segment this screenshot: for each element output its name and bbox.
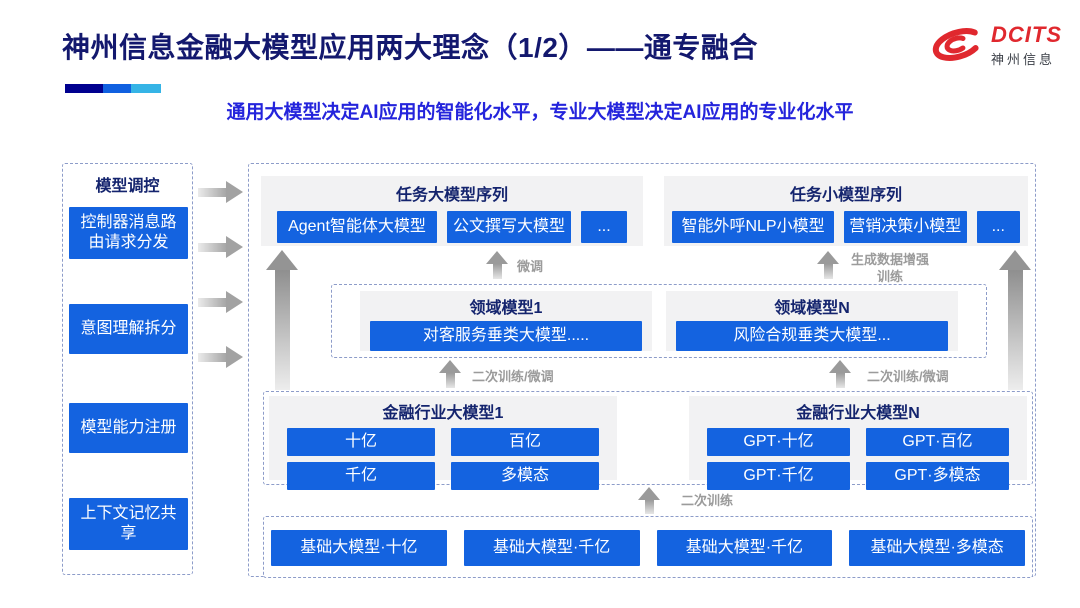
logo-brand-cn: 神州信息	[991, 52, 1056, 67]
diagram-area: 任务大模型序列 Agent智能体大模型 公文撰写大模型 ... 任务小模型序列 …	[248, 163, 1036, 578]
page-title: 神州信息金融大模型应用两大理念（1/2）——通专融合	[62, 32, 758, 63]
task-small-row: 智能外呼NLP小模型 营销决策小模型 ...	[664, 211, 1028, 243]
label-second-train: 二次训练	[681, 493, 734, 508]
up-arrow-icon	[266, 250, 298, 390]
industry-model-n-panel: 金融行业大模型N GPT·十亿 GPT·百亿 GPT·千亿 GPT·多模态	[689, 396, 1027, 490]
logo-text: DCITS 神州信息	[991, 24, 1062, 68]
node-intent-split: 意图理解拆分	[69, 304, 188, 354]
node-1b: 十亿	[287, 428, 435, 456]
industry-model-1-title: 金融行业大模型1	[382, 405, 504, 422]
node-controller-routing: 控制器消息路由请求分发	[69, 207, 188, 259]
accent-segment-cyan	[131, 84, 161, 93]
up-arrow-icon	[438, 360, 462, 388]
industry-model-box: 金融行业大模型1 十亿 百亿 千亿 多模态 金融行业大模型N GPT·十亿 GP…	[263, 391, 1033, 490]
task-small-model-panel: 任务小模型序列 智能外呼NLP小模型 营销决策小模型 ...	[664, 176, 1028, 246]
node-capability-register: 模型能力注册	[69, 403, 188, 453]
industry-model-n-title: 金融行业大模型N	[796, 405, 920, 422]
node-task-large-more: ...	[581, 211, 627, 243]
logo-brand: DCITS	[991, 22, 1062, 47]
task-large-model-panel: 任务大模型序列 Agent智能体大模型 公文撰写大模型 ...	[261, 176, 643, 246]
up-arrow-icon	[637, 487, 661, 514]
subtitle: 通用大模型决定AI应用的智能化水平，专业大模型决定AI应用的专业化水平	[226, 102, 854, 123]
node-document-writing-model: 公文撰写大模型	[447, 211, 571, 243]
accent-bar	[65, 84, 161, 93]
base-model-box: 基础大模型·十亿 基础大模型·千亿 基础大模型·千亿 基础大模型·多模态	[263, 516, 1033, 578]
node-marketing-decision-model: 营销决策小模型	[844, 211, 967, 243]
node-gpt-1b: GPT·十亿	[707, 428, 850, 456]
node-base-model-1b: 基础大模型·十亿	[271, 530, 447, 566]
right-arrow-icon	[198, 181, 243, 203]
industry-model-1-grid: 十亿 百亿 千亿 多模态	[269, 423, 617, 490]
node-100b: 千亿	[287, 462, 435, 490]
model-control-title: 模型调控	[95, 178, 160, 195]
domain-model-1-title: 领域模型1	[469, 300, 543, 317]
right-arrow-icon	[198, 291, 243, 313]
node-outbound-nlp-model: 智能外呼NLP小模型	[672, 211, 835, 243]
node-agent-large-model: Agent智能体大模型	[277, 211, 437, 243]
node-task-small-more: ...	[976, 211, 1020, 243]
industry-model-n-grid: GPT·十亿 GPT·百亿 GPT·千亿 GPT·多模态	[689, 423, 1027, 490]
model-control-panel: 模型调控 控制器消息路由请求分发 意图理解拆分 模型能力注册 上下文记忆共享	[62, 163, 193, 575]
node-context-memory: 上下文记忆共享	[69, 498, 188, 550]
node-customer-service-vertical-model: 对客服务垂类大模型.....	[370, 321, 642, 351]
node-gpt-multimodal: GPT·多模态	[866, 462, 1009, 490]
dcits-swirl-icon	[932, 28, 979, 61]
accent-segment-navy	[65, 84, 103, 93]
label-second-train-ft-right: 二次训练/微调	[867, 369, 949, 384]
label-second-train-ft-left: 二次训练/微调	[472, 369, 554, 384]
task-small-title: 任务小模型序列	[789, 187, 902, 204]
right-arrow-icon	[198, 346, 243, 368]
domain-model-box: 领域模型1 对客服务垂类大模型..... 领域模型N 风险合规垂类大模型...	[331, 284, 987, 358]
domain-model-n-title: 领域模型N	[774, 300, 850, 317]
accent-segment-blue	[103, 84, 131, 93]
task-large-row: Agent智能体大模型 公文撰写大模型 ...	[261, 211, 643, 243]
node-gpt-10b: GPT·百亿	[866, 428, 1009, 456]
task-large-title: 任务大模型序列	[395, 187, 508, 204]
node-base-model-multimodal: 基础大模型·多模态	[849, 530, 1025, 566]
up-arrow-icon	[999, 250, 1031, 390]
node-gpt-100b: GPT·千亿	[707, 462, 850, 490]
node-base-model-100b-a: 基础大模型·千亿	[463, 530, 640, 566]
node-base-model-100b-b: 基础大模型·千亿	[656, 530, 833, 566]
up-arrow-icon	[816, 251, 840, 279]
up-arrow-icon	[828, 360, 852, 388]
domain-model-n-panel: 领域模型N 风险合规垂类大模型...	[666, 291, 958, 351]
right-arrow-icon	[198, 236, 243, 258]
node-risk-compliance-vertical-model: 风险合规垂类大模型...	[676, 321, 948, 351]
label-fine-tune: 微调	[517, 259, 544, 274]
domain-model-1-panel: 领域模型1 对客服务垂类大模型.....	[360, 291, 652, 351]
up-arrow-icon	[485, 251, 509, 279]
label-gen-data-train: 生成数据增强训练	[850, 252, 929, 284]
industry-model-1-panel: 金融行业大模型1 十亿 百亿 千亿 多模态	[269, 396, 617, 490]
dcits-logo: DCITS 神州信息	[927, 24, 1062, 68]
node-multimodal: 多模态	[451, 462, 599, 490]
node-10b: 百亿	[451, 428, 599, 456]
